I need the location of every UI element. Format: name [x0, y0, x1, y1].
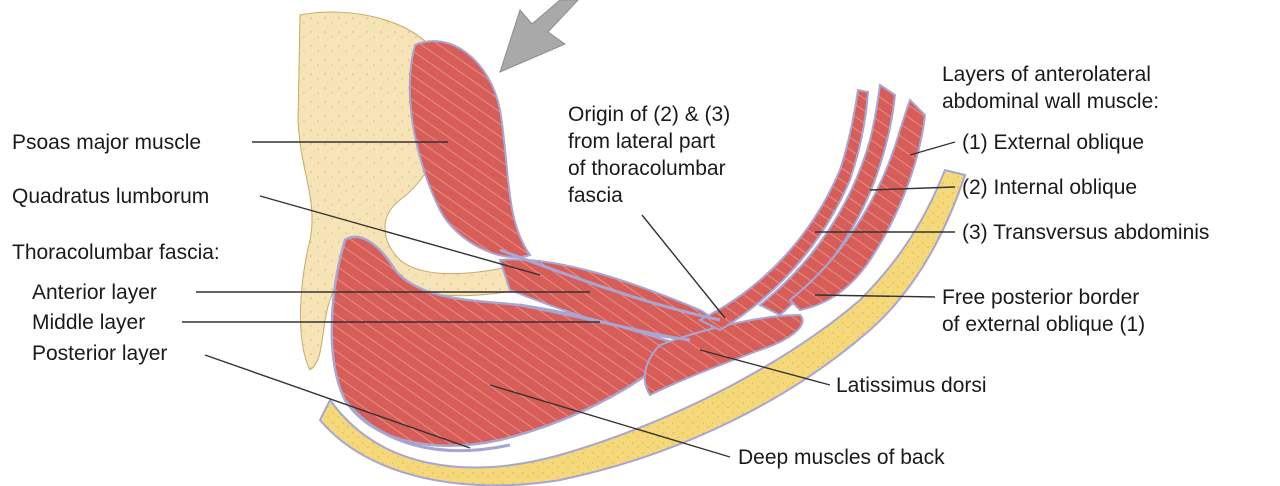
label-anterior-layer: Anterior layer [32, 280, 157, 306]
label-origin-line-1: Origin of (2) & (3) [568, 102, 730, 128]
label-posterior-layer: Posterior layer [32, 341, 167, 367]
direction-arrow-icon [500, 0, 578, 72]
label-origin-line-3: of thoracolumbar [568, 156, 726, 182]
label-deep-muscles-of-back: Deep muscles of back [738, 445, 945, 471]
label-origin-line-2: from lateral part [568, 129, 715, 155]
label-quadratus-lumborum: Quadratus lumborum [12, 184, 209, 210]
label-thoracolumbar-fascia: Thoracolumbar fascia: [12, 240, 220, 266]
label-latissimus-dorsi: Latissimus dorsi [836, 373, 987, 399]
label-middle-layer: Middle layer [32, 310, 145, 336]
label-psoas-major: Psoas major muscle [12, 130, 201, 156]
psoas-major-muscle [410, 41, 530, 257]
label-transversus-abdominis: (3) Transversus abdominis [962, 220, 1209, 246]
label-internal-oblique: (2) Internal oblique [962, 175, 1137, 201]
label-external-oblique: (1) External oblique [962, 130, 1144, 156]
label-origin-line-4: fascia [568, 183, 623, 209]
label-free-border-2: of external oblique (1) [942, 312, 1145, 338]
label-free-border-1: Free posterior border [942, 285, 1139, 311]
label-layers-heading-2: abdominal wall muscle: [942, 89, 1159, 115]
label-layers-heading-1: Layers of anterolateral [942, 62, 1151, 88]
